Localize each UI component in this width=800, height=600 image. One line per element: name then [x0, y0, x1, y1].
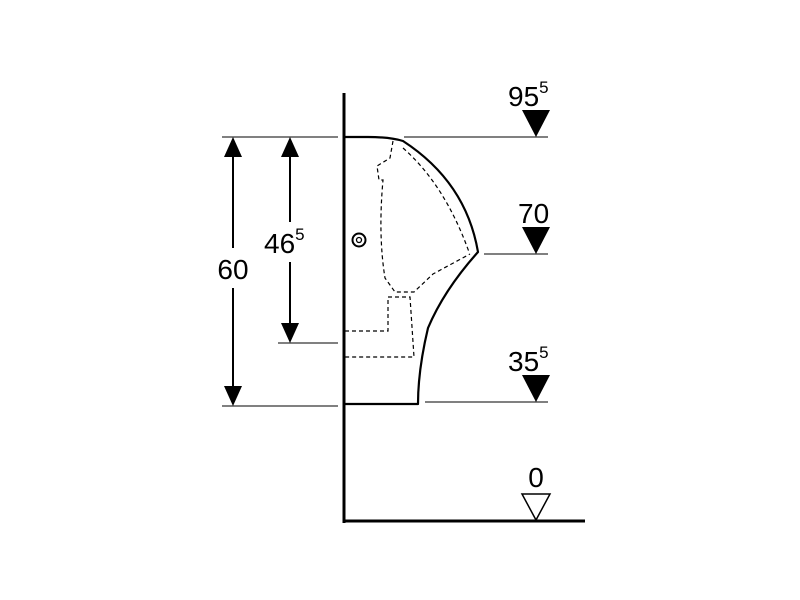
- level-triangle-filled-icon: [522, 110, 550, 137]
- level-bottom-edge-label: 355: [508, 343, 549, 377]
- inlet-height-label: 465: [264, 225, 305, 259]
- level-top-rim-label: 955: [508, 78, 549, 112]
- urinal-body-outline: [345, 135, 480, 406]
- inner-bowl-dashed: [376, 140, 471, 293]
- inner-bowl-upper-dashed: [402, 147, 470, 253]
- arrowhead-up: [281, 137, 299, 157]
- dimension-overall-height: 60: [213, 137, 253, 406]
- water-inlet-icon: [351, 232, 367, 248]
- level-triangle-filled-icon: [522, 227, 550, 254]
- level-triangle-filled-icon: [522, 375, 550, 402]
- hidden-internal-contours: [345, 140, 471, 358]
- level-marker-bottom-edge: 355: [508, 343, 550, 402]
- trap-dashed: [345, 296, 415, 358]
- level-marker-top-rim: 955: [508, 78, 550, 137]
- dimension-inlet-height: 465: [262, 137, 320, 343]
- arrowhead-up: [224, 137, 242, 157]
- level-marker-floor: 0: [520, 462, 552, 522]
- extension-lines: [222, 136, 548, 407]
- level-triangle-outline-icon: [520, 493, 552, 522]
- arrowhead-down: [281, 323, 299, 343]
- level-floor-label: 0: [528, 462, 544, 493]
- arrowhead-down: [224, 386, 242, 406]
- overall-height-label: 60: [217, 254, 248, 285]
- level-marker-bowl-widest: 70: [518, 198, 550, 254]
- level-bowl-widest-label: 70: [518, 198, 549, 229]
